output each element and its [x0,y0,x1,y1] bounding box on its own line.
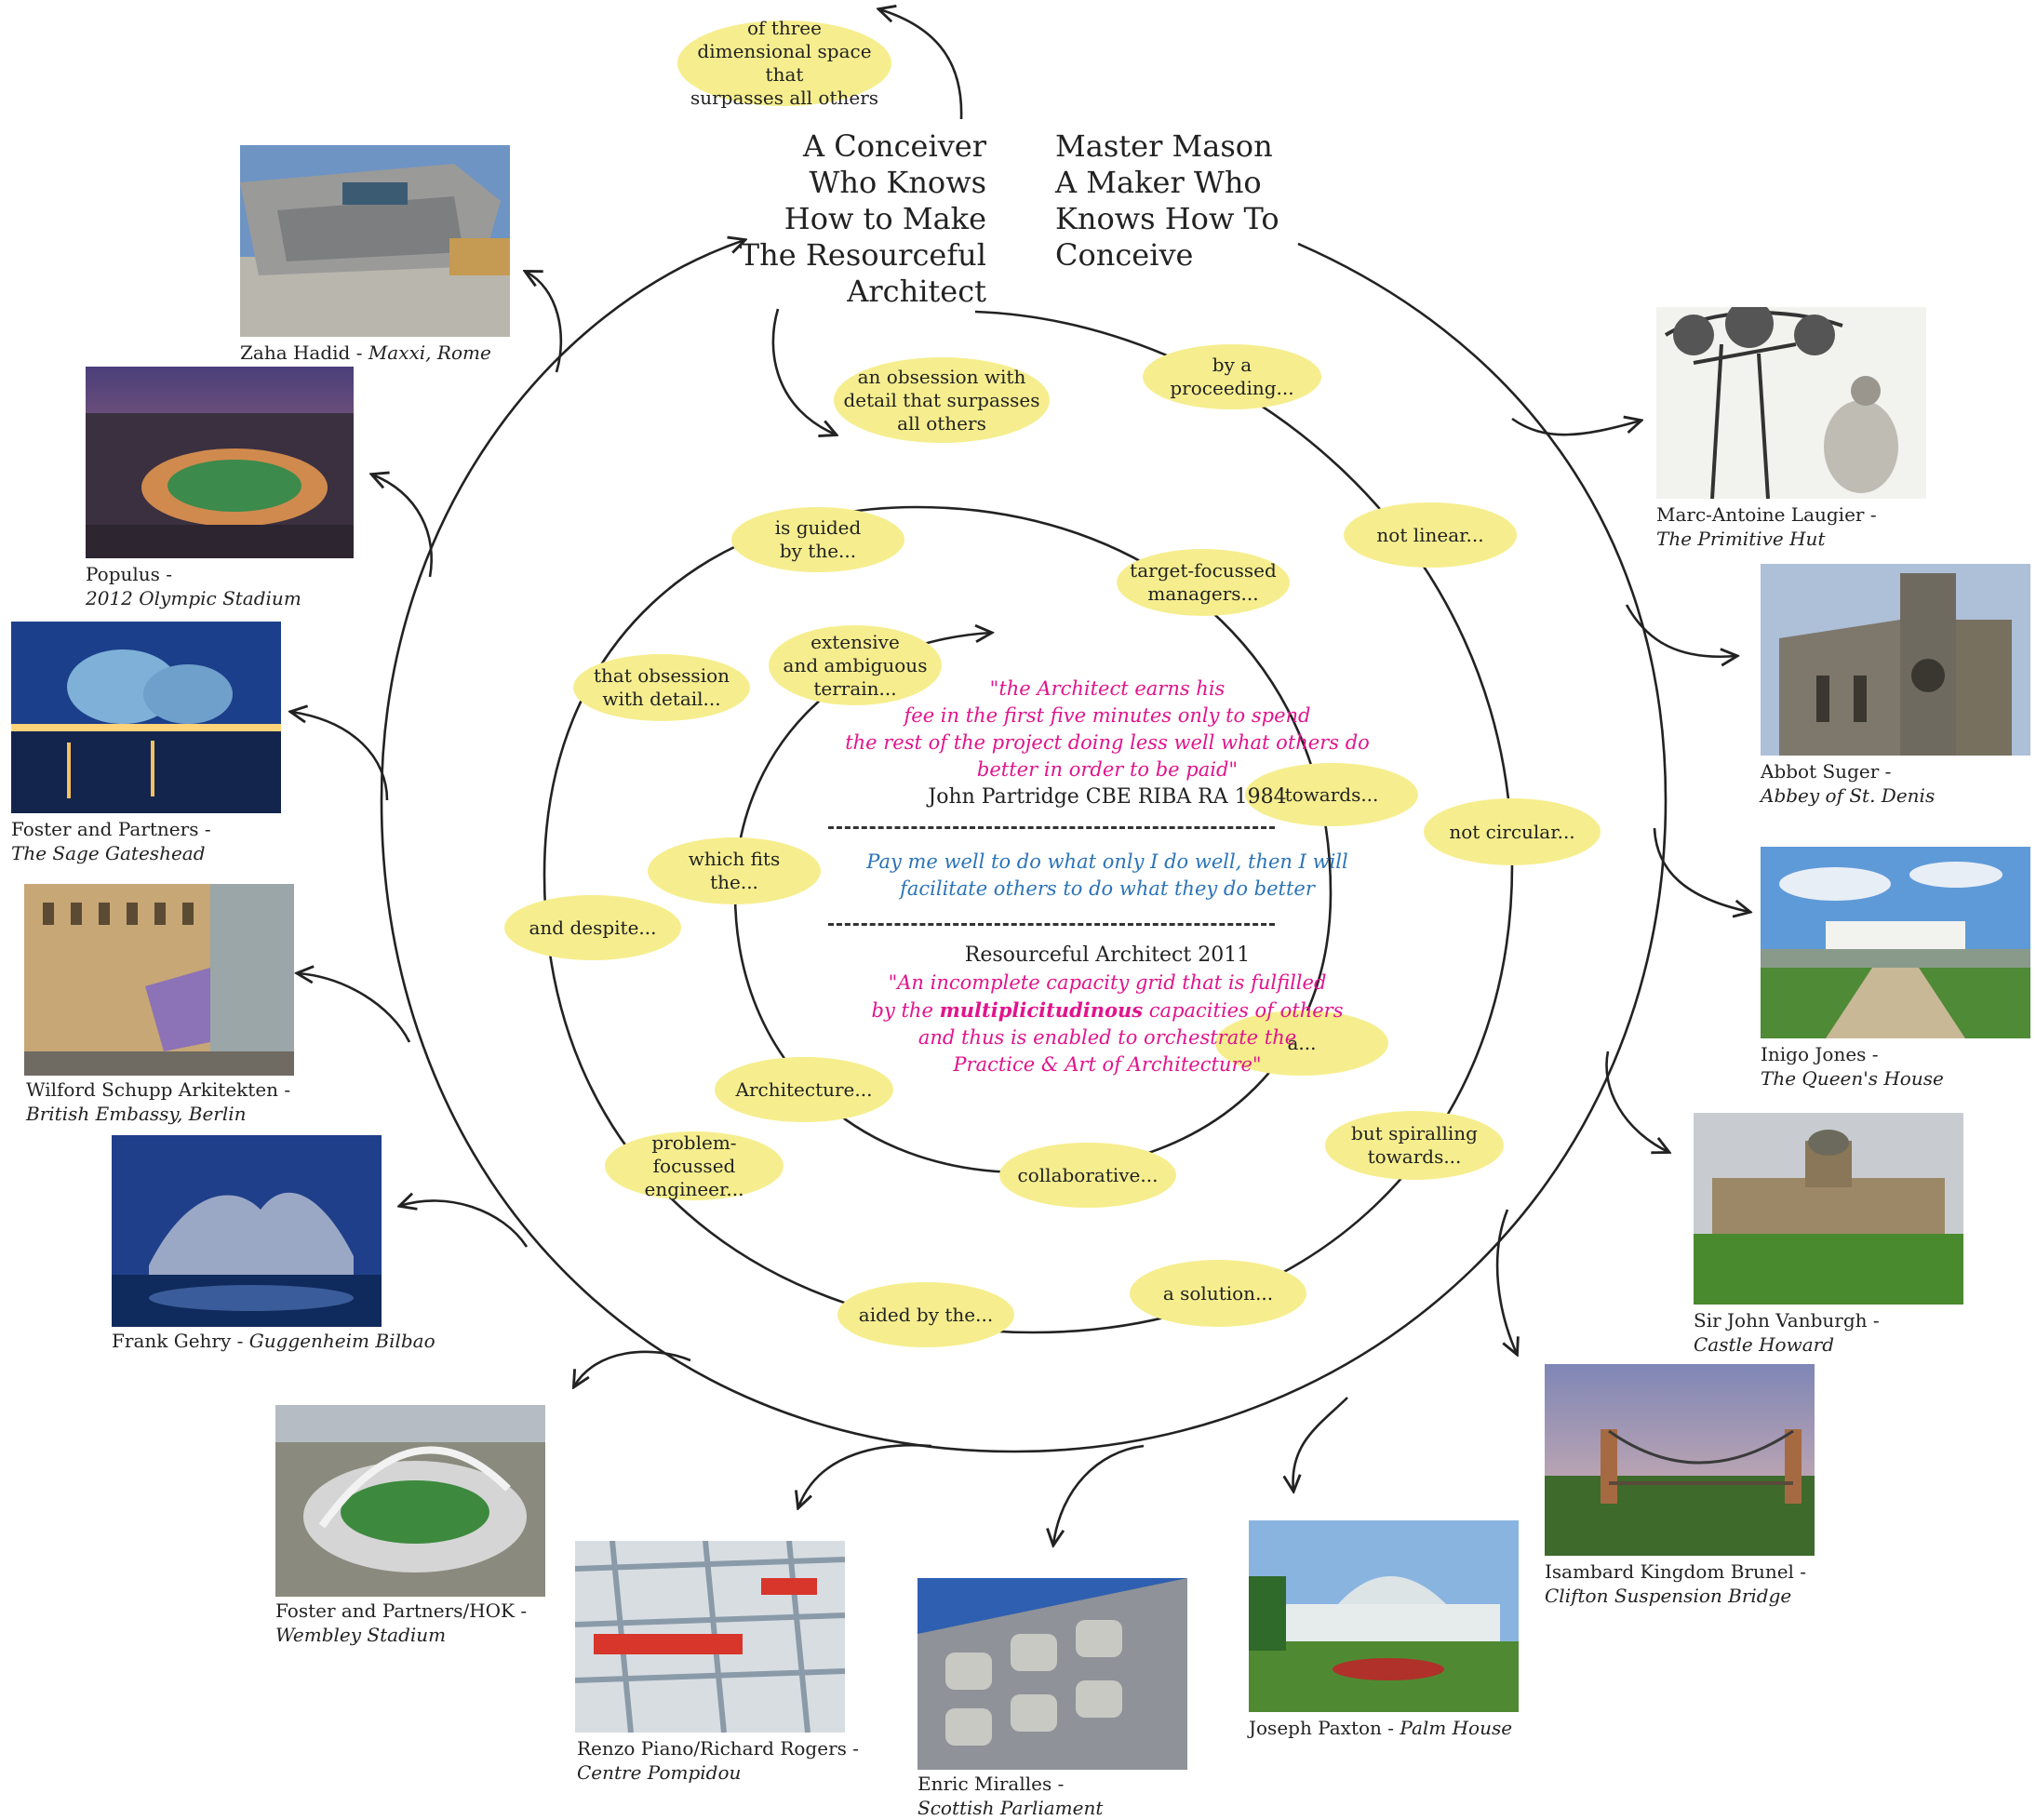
resourceful-quote: "An incomplete capacity grid that is ful… [800,970,1414,1078]
bubble-architecture: Architecture... [715,1057,893,1122]
caption-maxxi: Zaha Hadid - Maxxi, Rome [240,341,491,365]
work-name: 2012 Olympic Stadium [86,587,301,609]
bubble-which-fits: which fits the... [648,837,821,904]
work-name: Guggenheim Bilbao [248,1330,435,1352]
architect-name: Sir John Vanburgh - [1694,1309,1880,1332]
caption-castlehoward: Sir John Vanburgh - Castle Howard [1694,1308,1880,1357]
bubble-not-linear: not linear... [1344,502,1517,568]
bubble-a: a... [1215,1010,1388,1076]
photo-castle-howard [1694,1113,1963,1305]
photo-abbey-st-denis [1761,564,2030,756]
architect-name: Renzo Piano/Richard Rogers - [577,1737,860,1760]
photo-olympic-stadium [86,367,354,558]
title-master-mason: Master Mason A Maker Who Knows How To Co… [1055,128,1279,273]
caption-stdenis: Abbot Suger - Abbey of St. Denis [1761,759,1935,808]
bubble-aided-by: aided by the... [837,1282,1014,1347]
outer-spiral-ring [380,240,1668,1453]
resourceful-quote-line-3: and thus is enabled to orchestrate the P… [918,1026,1297,1076]
photo-clifton-bridge [1545,1364,1815,1556]
work-name: Scottish Parliament [918,1797,1104,1819]
photo-centre-pompidou [575,1541,845,1733]
arrow-to-obsession [771,308,836,435]
caption-olympic: Populus - 2012 Olympic Stadium [86,562,301,610]
architect-name: Inigo Jones - [1761,1043,1879,1065]
resourceful-quote-line-1: "An incomplete capacity grid that is ful… [888,971,1327,994]
caption-wembley: Foster and Partners/HOK - Wembley Stadiu… [275,1599,527,1647]
bubble-but-spiralling: but spiralling towards... [1325,1111,1504,1180]
architect-name: Wilford Schupp Arkitekten - [26,1078,291,1101]
quote-divider-1 [828,826,1275,829]
architect-name: Abbot Suger - [1761,760,1892,783]
bubble-is-guided: is guided by the... [731,507,904,572]
caption-parliament: Enric Miralles - Scottish Parliament [918,1772,1103,1820]
bubble-collaborative: collaborative... [999,1143,1176,1208]
bubble-by-a-proceeding: by a proceeding... [1143,344,1321,409]
photo-british-embassy [24,884,294,1076]
architect-name: Enric Miralles - [918,1773,1065,1795]
architect-name: Isambard Kingdom Brunel - [1545,1560,1807,1583]
bubble-towards: towards... [1245,763,1418,826]
caption-primitivehut: Marc-Antoine Laugier - The Primitive Hut [1656,502,1877,551]
bubble-extensive-terrain: extensive and ambiguous terrain... [769,625,942,705]
multiplicitudinous-word: multiplicitudinous [939,998,1144,1022]
bubble-three-dimensional-space: of three dimensional space that surpasse… [677,17,891,109]
photo-maxxi-rome [240,145,510,337]
architect-name: Foster and Partners/HOK - [275,1599,528,1622]
partridge-quote: "the Architect earns his fee in the firs… [845,677,1370,781]
photo-wembley-stadium [275,1405,545,1597]
bubble-not-circular: not circular... [1424,798,1601,865]
caption-embassy: Wilford Schupp Arkitekten - British Emba… [26,1077,290,1126]
work-name: Castle Howard [1694,1333,1835,1356]
arrow-to-top [879,9,963,120]
work-name: British Embassy, Berlin [26,1103,247,1125]
quote-divider-2 [828,923,1275,926]
work-name: Palm House [1400,1717,1513,1739]
work-name: Maxxi, Rome [368,341,491,364]
partridge-attribution: John Partridge CBE RIBA RA 1984 [928,785,1287,809]
bubble-that-obsession: that obsession with detail... [573,654,750,721]
photo-palm-house [1249,1520,1519,1712]
pay-me-well-quote: Pay me well to do what only I do well, t… [866,850,1348,900]
caption-palmhouse: Joseph Paxton - Palm House [1249,1716,1512,1740]
architect-name: Frank Gehry - [112,1330,249,1352]
architect-name: Joseph Paxton - [1249,1717,1400,1739]
photo-queens-house [1761,847,2030,1038]
work-name: Clifton Suspension Bridge [1545,1585,1792,1607]
caption-pompidou: Renzo Piano/Richard Rogers - Centre Pomp… [577,1736,859,1785]
architect-name: Populus - [86,563,173,585]
architect-name: Foster and Partners - [11,818,211,840]
bubble-target-focussed: target-focussed managers... [1117,549,1290,616]
bubble-problem-focussed: problem-focussed engineer... [605,1131,784,1200]
bubble-and-despite: and despite... [504,895,681,960]
photo-scottish-parliament [918,1578,1187,1770]
resourceful-attribution: Resourceful Architect 2011 [964,943,1251,967]
caption-sage: Foster and Partners - The Sage Gateshead [11,817,211,865]
resourceful-quote-line-2a: by the [871,999,940,1022]
architect-name: Marc-Antoine Laugier - [1656,503,1877,526]
bubble-a-solution: a solution... [1130,1260,1306,1327]
bubble-obsession-detail: an obsession with detail that surpasses … [834,357,1050,443]
architect-name: Zaha Hadid - [240,341,368,364]
caption-clifton: Isambard Kingdom Brunel - Clifton Suspen… [1545,1559,1806,1608]
caption-guggenheim: Frank Gehry - Guggenheim Bilbao [112,1329,435,1353]
photo-primitive-hut [1656,307,1926,499]
work-name: The Queen's House [1761,1067,1944,1090]
work-name: Centre Pompidou [577,1761,742,1784]
photo-sage-gateshead [11,622,281,813]
work-name: The Primitive Hut [1656,528,1826,550]
caption-queenshouse: Inigo Jones - The Queen's House [1761,1042,1944,1091]
photo-guggenheim-bilbao [112,1135,382,1327]
work-name: Abbey of St. Denis [1761,784,1936,807]
resourceful-quote-line-2b: capacities of others [1143,999,1344,1022]
work-name: The Sage Gateshead [11,842,206,864]
title-resourceful-architect: A Conceiver Who Knows How to Make The Re… [739,128,986,309]
work-name: Wembley Stadium [275,1624,447,1646]
